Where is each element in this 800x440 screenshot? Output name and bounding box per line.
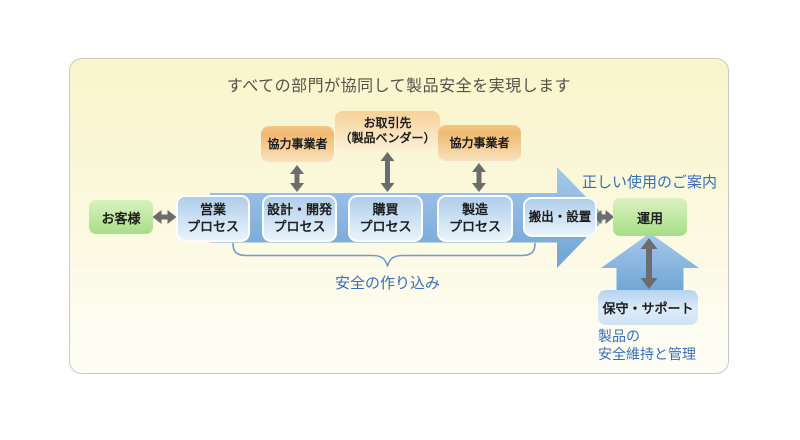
support-box: 保守・サポート: [598, 290, 698, 325]
process-manufacturing-line2: プロセス: [448, 218, 501, 234]
note-correct-use: 正しい使用のご案内: [582, 174, 718, 191]
shipping-operation-double-arrow-icon: [593, 210, 614, 224]
shipping-box: 搬出・設置: [523, 197, 597, 237]
operation-label: 運用: [636, 210, 663, 226]
process-sales-line1: 営業: [199, 201, 226, 217]
process-box-procurement: 購買 プロセス: [348, 195, 423, 242]
process-procurement-line1: 購買: [372, 201, 399, 217]
process-sales-line2: プロセス: [186, 218, 239, 234]
process-box-design: 設計・開発 プロセス: [262, 195, 337, 242]
customer-box: お客様: [89, 200, 153, 234]
partner-box-left: 協力事業者: [261, 126, 334, 162]
partner-box-right: 協力事業者: [438, 125, 521, 161]
diagram-title: すべての部門が協同して製品安全を実現します: [226, 78, 572, 95]
process-design-line1: 設計・開発: [266, 201, 332, 217]
customer-sales-double-arrow-icon: [152, 210, 177, 224]
operation-box: 運用: [613, 198, 687, 236]
process-box-manufacturing: 製造 プロセス: [437, 195, 513, 242]
vendor-label-line2: （製品ベンダー）: [339, 131, 436, 145]
partner-right-label: 協力事業者: [449, 135, 510, 150]
partner-left-label: 協力事業者: [267, 136, 328, 151]
process-procurement-line2: プロセス: [359, 218, 412, 234]
customer-label: お客様: [101, 210, 141, 226]
note-safety-build: 安全の作り込み: [334, 275, 440, 292]
process-box-sales: 営業 プロセス: [176, 195, 250, 242]
operation-support-double-arrow-icon: [640, 238, 658, 289]
process-design-line2: プロセス: [273, 218, 326, 234]
note-maintenance-line1: 製品の: [598, 328, 640, 344]
vendor-box: お取引先 （製品ベンダー）: [335, 111, 440, 151]
vendor-label-line1: お取引先: [363, 116, 412, 130]
partner-left-double-arrow-icon: [290, 165, 304, 192]
safety-brace-icon: [232, 242, 536, 267]
partner-right-double-arrow-icon: [472, 163, 486, 192]
note-maintenance: 製品の 安全維持と管理: [598, 328, 696, 363]
note-maintenance-line2: 安全維持と管理: [598, 345, 696, 362]
process-manufacturing-line1: 製造: [461, 201, 488, 217]
support-label: 保守・サポート: [602, 301, 694, 316]
vendor-double-arrow-icon: [380, 152, 395, 192]
shipping-label: 搬出・設置: [528, 209, 592, 224]
